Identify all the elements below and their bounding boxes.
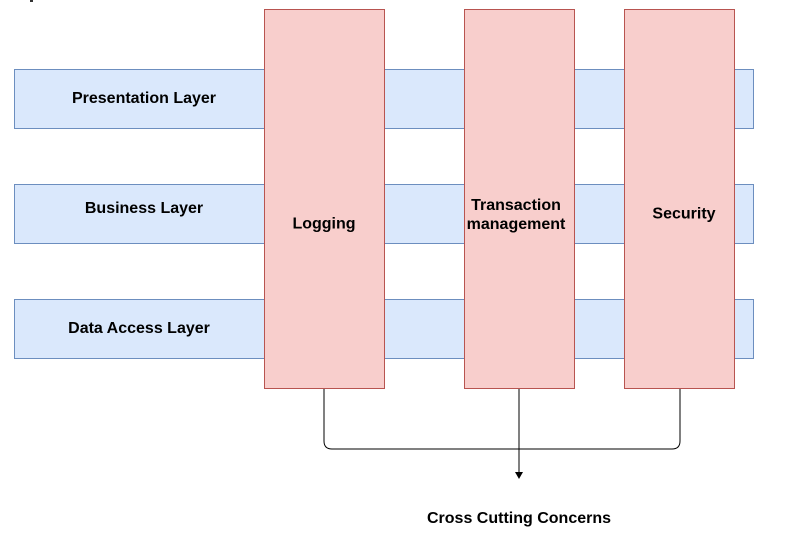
corner-fragment <box>30 0 33 2</box>
arrow-head-icon <box>515 472 523 479</box>
transaction-management-box <box>464 9 575 389</box>
data-access-layer-label: Data Access Layer <box>68 320 210 337</box>
logging-label: Logging <box>292 215 356 233</box>
presentation-layer-label: Presentation Layer <box>71 90 217 107</box>
security-label: Security <box>652 205 716 223</box>
transaction-management-label: Transaction management <box>466 197 566 233</box>
security-box <box>624 9 735 389</box>
logging-box <box>264 9 385 389</box>
cross-cutting-concerns-label: Cross Cutting Concerns <box>426 510 612 527</box>
bracket-connector <box>323 389 681 450</box>
business-layer-label: Business Layer <box>84 200 204 217</box>
